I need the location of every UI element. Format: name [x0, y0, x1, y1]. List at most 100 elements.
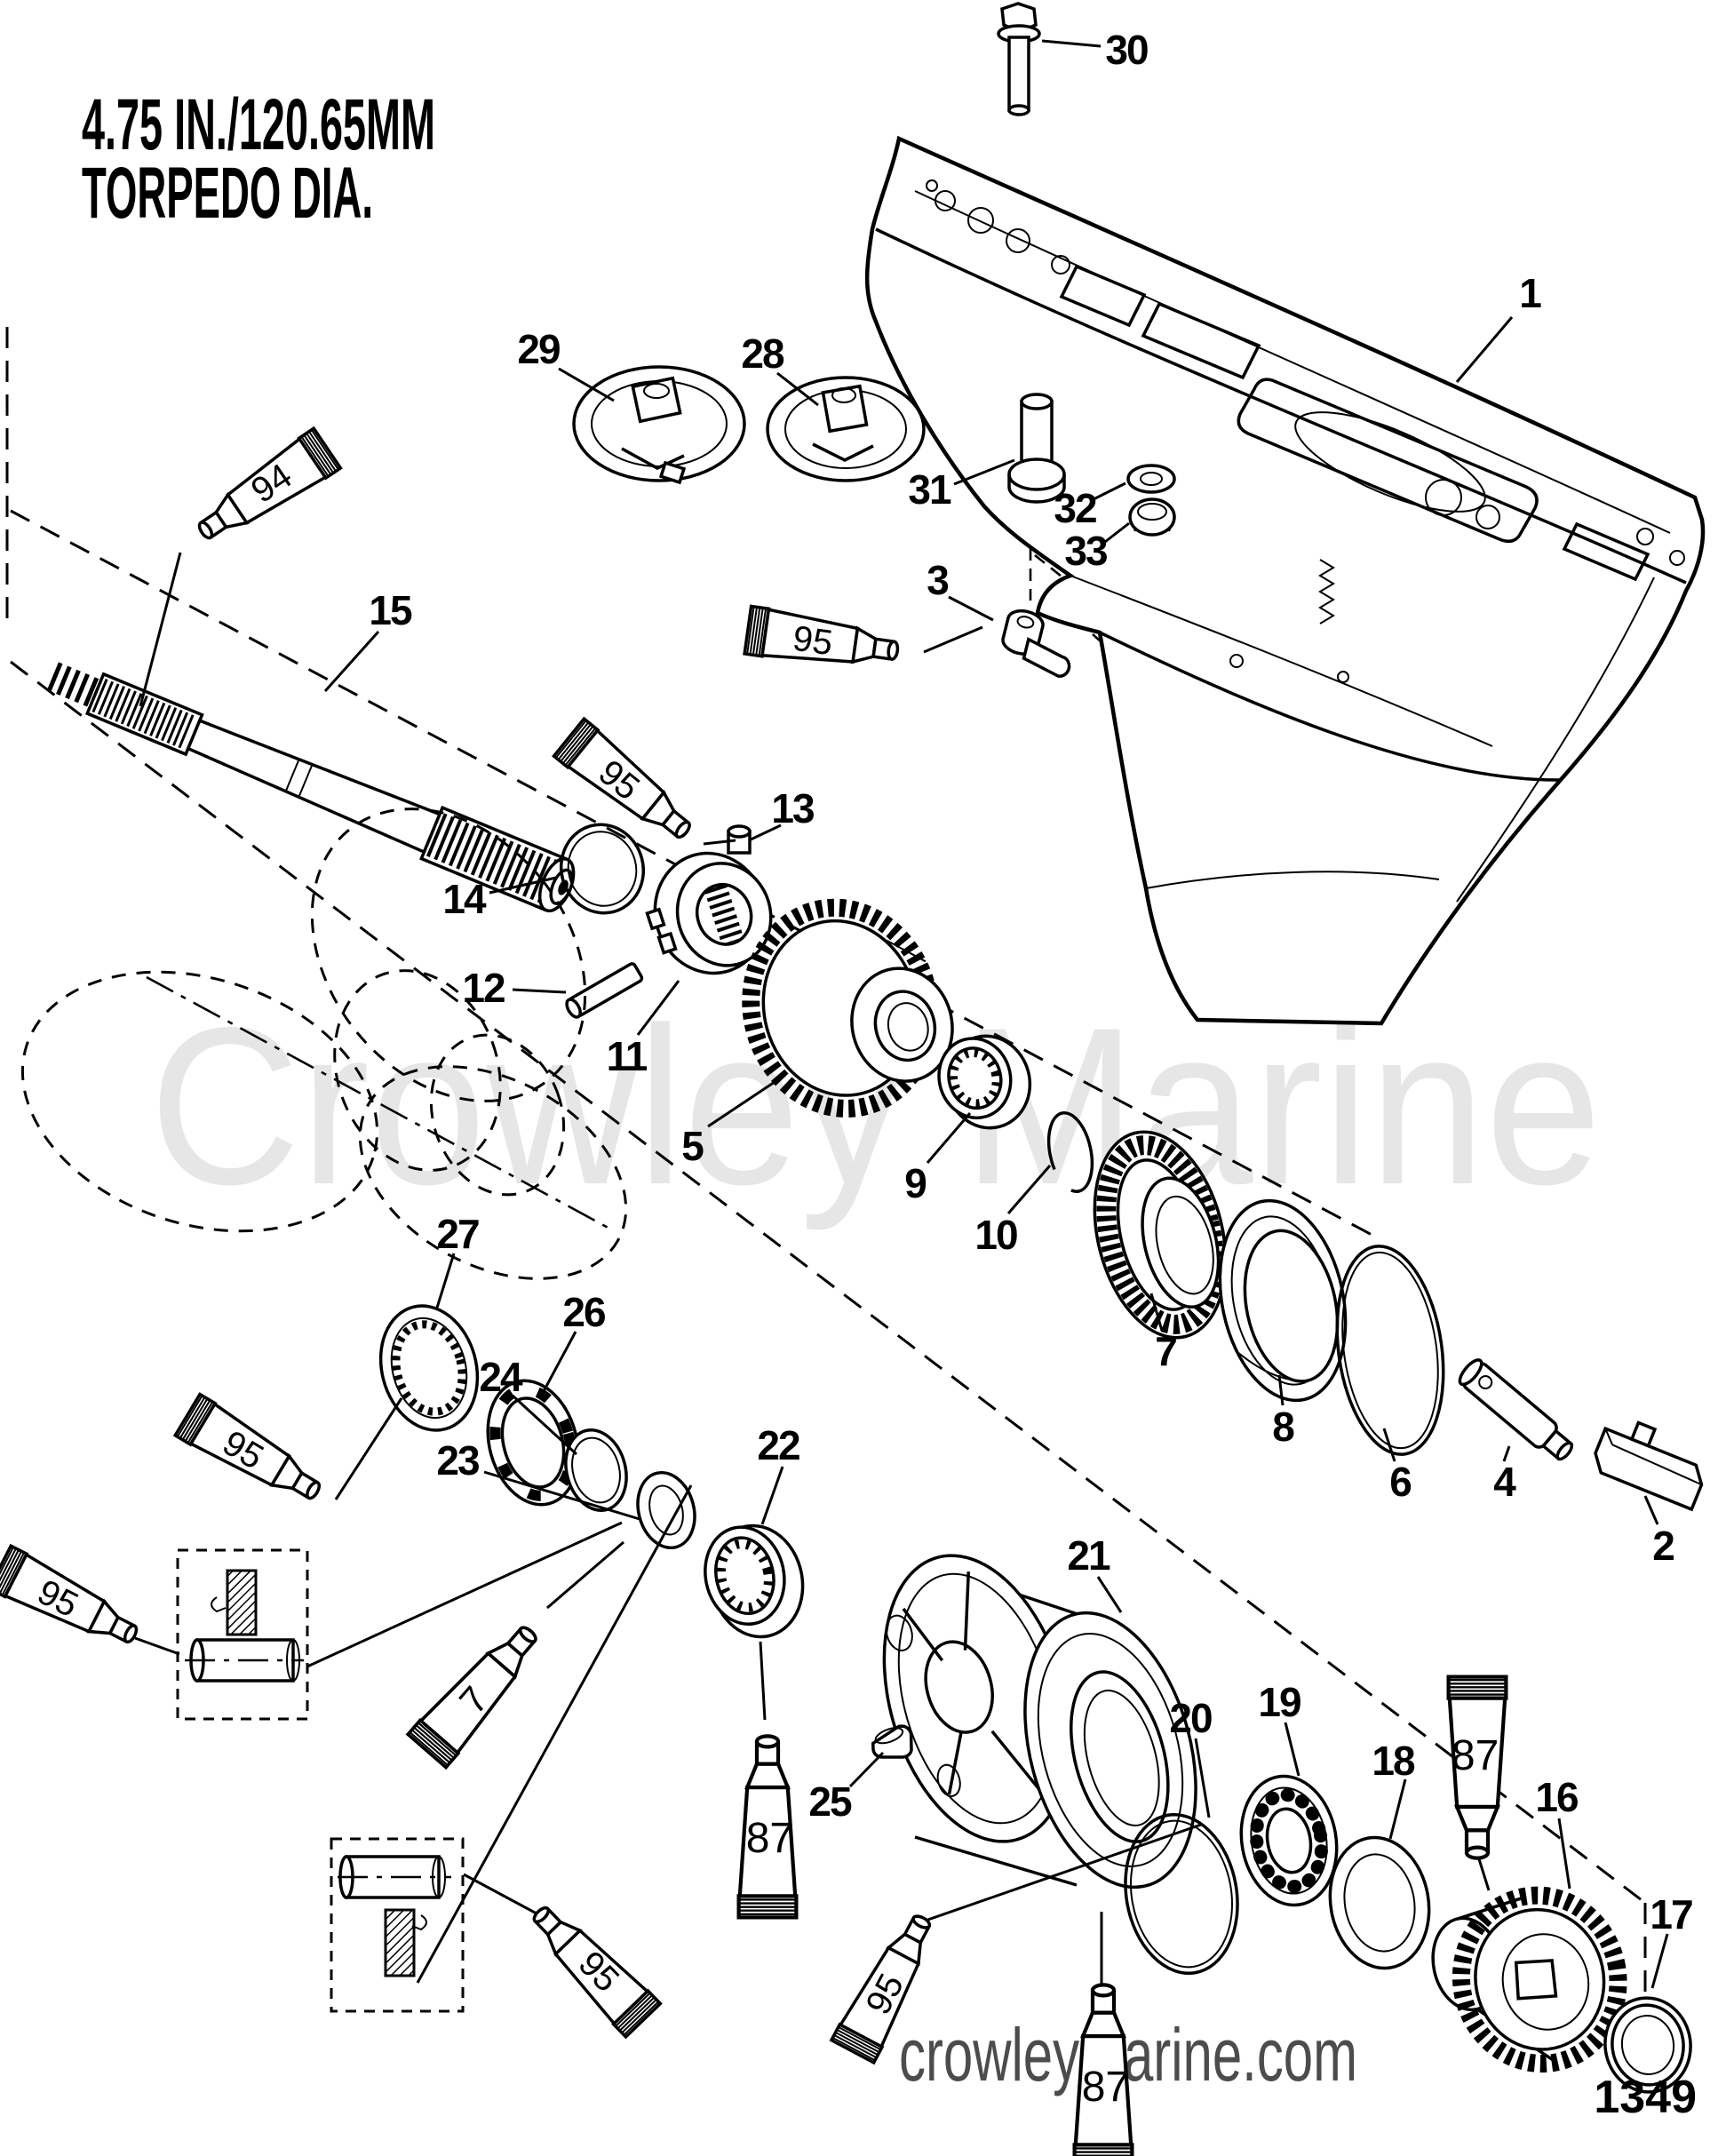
drawing-primitive — [1456, 577, 1655, 903]
drawing-primitive — [704, 883, 744, 945]
callout-leader-line-18 — [1388, 1778, 1407, 1840]
tube-label-87: 87 — [746, 1815, 793, 1862]
callout-leader-line-8 — [1277, 1374, 1285, 1406]
needle-bushing-22 — [704, 1524, 805, 1639]
part-callout-5: 5 — [681, 1123, 704, 1169]
part-callout-13: 13 — [771, 785, 814, 831]
drawing-primitive — [333, 969, 502, 1172]
drawing-primitive — [1229, 654, 1244, 668]
drawing-primitive — [186, 718, 442, 855]
forward-gear-5 — [742, 898, 954, 1118]
drawing-primitive — [384, 1908, 416, 1977]
callout-leader-line-24 — [511, 1394, 578, 1456]
drawing-primitive — [926, 179, 938, 192]
tube-leader-line — [334, 1397, 403, 1500]
part-callout-1: 1 — [1519, 270, 1541, 316]
drawing-primitive — [1137, 503, 1167, 521]
drawing-primitive — [561, 725, 594, 765]
drawing-primitive — [303, 434, 332, 475]
drawing-primitive — [123, 1624, 139, 1644]
drawing-primitive — [886, 939, 927, 963]
drawing-primitive — [413, 1726, 453, 1762]
callout-leader-line-3 — [948, 595, 994, 622]
callout-leader-line-15 — [323, 630, 380, 693]
drawing-primitive — [1145, 871, 1440, 889]
part-callout-4: 4 — [1493, 1459, 1516, 1505]
drawing-primitive — [658, 460, 687, 485]
drawing-primitive — [1126, 464, 1176, 494]
drawing-primitive — [645, 907, 666, 931]
drawing-primitive — [1337, 671, 1349, 683]
part-callout-27: 27 — [436, 1211, 479, 1257]
tube-leader-line — [139, 552, 182, 707]
drawing-primitive — [306, 433, 335, 473]
bearing-cover-28 — [766, 376, 926, 482]
part-callout-17: 17 — [1650, 1891, 1692, 1937]
drawing-primitive — [1155, 1195, 1214, 1295]
seal-detail-inset-a — [176, 1521, 623, 1721]
drawing-primitive — [1478, 1375, 1493, 1390]
drawing-primitive — [1265, 1807, 1313, 1874]
drawing-primitive — [1343, 1853, 1416, 1953]
part-callout-31: 31 — [908, 466, 951, 513]
gearcase-housing — [864, 135, 1706, 1026]
drawing-primitive — [1562, 521, 1650, 582]
drawing-primitive — [10, 509, 1376, 1238]
part-callout-24: 24 — [479, 1354, 523, 1400]
drawing-primitive — [615, 1992, 651, 2027]
part-callout-22: 22 — [757, 1422, 799, 1468]
callout-leader-line-9 — [926, 1112, 972, 1164]
drawing-primitive — [831, 387, 856, 403]
drawing-primitive — [1046, 1110, 1094, 1194]
drawing-primitive — [935, 190, 956, 211]
lubricant-tube-95: 95 — [743, 604, 900, 664]
part-callout-25: 25 — [808, 1778, 852, 1825]
seal-detail-inset-b — [330, 1484, 693, 2013]
drawing-primitive — [532, 1905, 551, 1924]
callout-leader-line-12 — [512, 988, 567, 994]
callout-leader-line-11 — [636, 980, 680, 1036]
drawing-primitive — [358, 1065, 628, 1280]
drawing-primitive — [1059, 264, 1147, 328]
drawing-primitive — [716, 1539, 773, 1612]
callout-leader-line-29 — [558, 367, 615, 402]
drawing-primitive — [181, 1398, 209, 1441]
callout-leader-line-33 — [1104, 521, 1130, 544]
page-title-line2: TORPEDO DIA. — [82, 153, 373, 234]
drawing-primitive — [0, 1549, 20, 1594]
part-callout-32: 32 — [1054, 485, 1096, 531]
drawing-primitive — [306, 1521, 623, 1668]
drawing-primitive — [10, 660, 1646, 1905]
tube-leader-line — [463, 1873, 537, 1915]
drawing-primitive — [565, 998, 582, 1019]
part-callout-19: 19 — [1258, 1679, 1300, 1725]
drawing-primitive — [179, 1396, 206, 1439]
drawing-primitive — [567, 831, 638, 907]
drawing-primitive — [555, 720, 587, 759]
drawing-primitive — [1464, 1845, 1491, 1860]
drawing-primitive — [1335, 1245, 1445, 1456]
part-callout-20: 20 — [1169, 1695, 1212, 1741]
washer-32 — [1126, 464, 1176, 494]
tube-label-95: 95 — [791, 619, 835, 664]
drawing-primitive — [1023, 1611, 1197, 1889]
detent-pellet-13 — [727, 824, 752, 855]
drawing-primitive — [20, 970, 379, 1233]
drawing-primitive — [1051, 255, 1070, 274]
callout-leader-line-5 — [707, 1073, 786, 1128]
drawing-primitive — [1636, 528, 1654, 545]
callout-leader-line-1 — [1455, 316, 1514, 383]
callout-leader-line-13 — [748, 823, 782, 842]
tube-leader-line — [759, 1641, 767, 1721]
bolt-30 — [997, 2, 1041, 116]
drawing-primitive — [557, 721, 590, 760]
lubricant-tube-87: 87 — [1072, 1983, 1134, 2156]
bearing-carrier-21 — [882, 1554, 1197, 1889]
drawing-primitive — [758, 608, 768, 656]
drawing-primitive — [836, 2029, 880, 2054]
o-ring-6 — [1335, 1245, 1445, 1456]
part-callout-11: 11 — [607, 1033, 648, 1079]
drawing-primitive — [310, 429, 339, 471]
drawing-primitive — [831, 2037, 876, 2062]
bearing-race-8 — [1218, 1198, 1348, 1403]
